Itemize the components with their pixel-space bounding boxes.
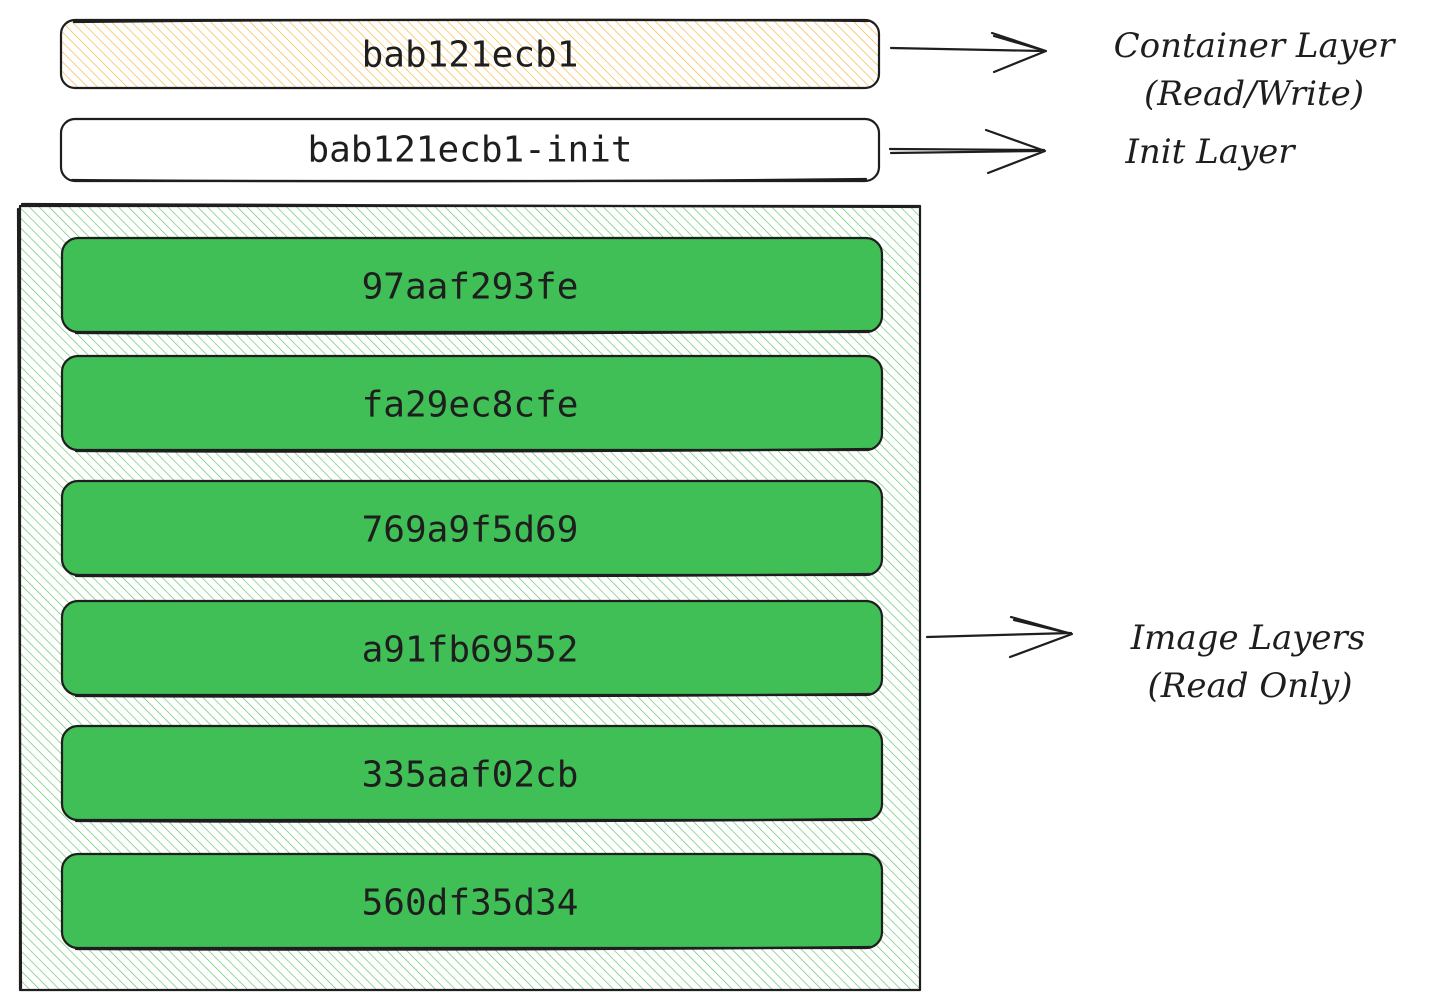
- arrow-container-layer: [889, 31, 1048, 74]
- container-layer-label-line2: (Read/Write): [1144, 74, 1364, 114]
- image-layer-id: 769a9f5d69: [362, 510, 579, 551]
- image-layer-box: a91fb69552: [60, 599, 884, 698]
- image-layer-id: a91fb69552: [362, 630, 579, 671]
- image-layer-box: fa29ec8cfe: [60, 354, 884, 453]
- image-layer-box: 97aaf293fe: [60, 236, 884, 335]
- image-layer-id: 335aaf02cb: [362, 755, 579, 796]
- image-layer-box: 335aaf02cb: [60, 724, 884, 823]
- arrow-image-layers: [925, 615, 1074, 659]
- image-layer-id: fa29ec8cfe: [362, 385, 579, 426]
- image-layer-id: 560df35d34: [362, 883, 579, 924]
- init-layer-label: Init Layer: [1124, 132, 1296, 172]
- image-layer-box: 560df35d34: [60, 852, 884, 951]
- container-layer-label-line1: Container Layer: [1114, 26, 1396, 66]
- arrow-init-layer: [888, 128, 1047, 175]
- container-layer: bab121ecb1: [59, 18, 881, 90]
- init-layer: bab121ecb1-init: [59, 117, 881, 183]
- image-layers-group: 97aaf293fe fa29ec8cfe 769a9f5d69 a91fb69552…: [16, 202, 922, 992]
- image-layer-box: 769a9f5d69: [60, 479, 884, 578]
- image-layers-label-line2: (Read Only): [1148, 666, 1353, 706]
- image-layer-id: 97aaf293fe: [362, 267, 579, 308]
- image-layer-list: 97aaf293fe fa29ec8cfe 769a9f5d69 a91fb69552…: [60, 236, 884, 951]
- init-layer-id: bab121ecb1-init: [307, 130, 632, 171]
- container-layer-id: bab121ecb1: [362, 35, 579, 76]
- image-layers-label-line1: Image Layers: [1130, 618, 1366, 658]
